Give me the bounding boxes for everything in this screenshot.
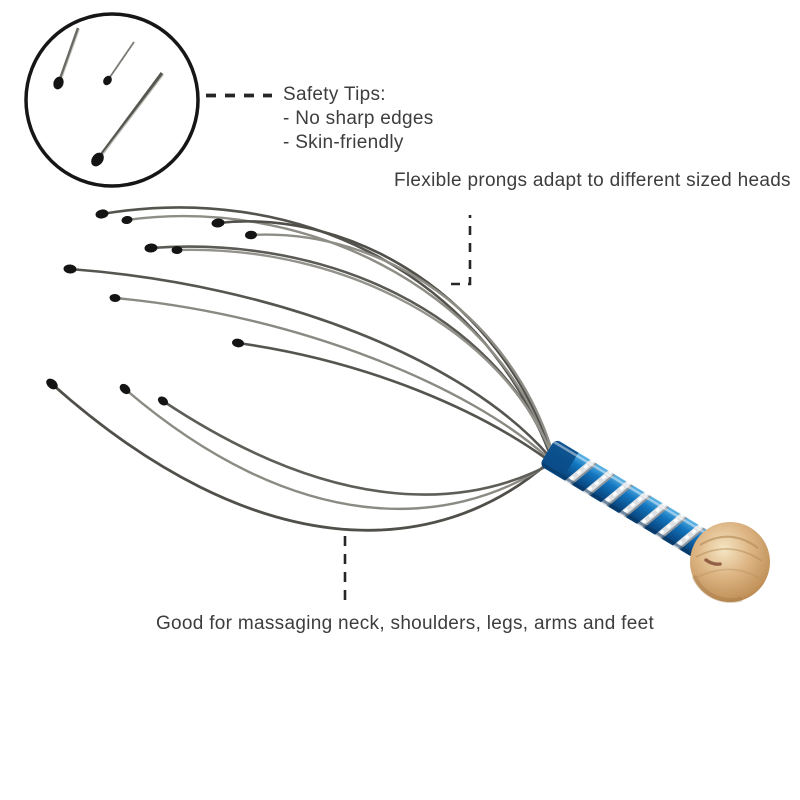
wooden-ball <box>690 522 770 604</box>
prong-wire <box>236 341 550 462</box>
ball-shadow-edge <box>691 574 743 604</box>
prong-tip <box>121 215 133 225</box>
prong-wire <box>161 399 553 496</box>
wood-grain <box>697 568 761 580</box>
safety-tip-item: - Skin-friendly <box>283 132 404 153</box>
prong-tip <box>103 75 112 86</box>
prong-wires <box>50 206 555 532</box>
closeup-prong <box>91 72 164 167</box>
prong-tips <box>46 209 257 406</box>
prong-tip <box>63 264 77 274</box>
wood-grain <box>695 548 763 562</box>
prong-wire <box>125 215 553 454</box>
safety-tips-title: Safety Tips: <box>283 84 386 105</box>
prong-tip <box>144 243 158 253</box>
inset-closeup-circle <box>24 12 200 188</box>
prong-wire <box>100 206 551 454</box>
prong-wire <box>50 382 551 532</box>
prong-wire <box>68 267 551 458</box>
prong-wire <box>216 220 554 455</box>
inset-circle-border <box>24 12 200 188</box>
prong-tip <box>232 338 244 348</box>
prong-wire <box>123 387 552 510</box>
prong-tip <box>53 76 64 90</box>
closeup-prong <box>53 27 80 90</box>
safety-tip-item: - No sharp edges <box>283 108 434 129</box>
prong-tip <box>211 218 225 228</box>
prong-tip <box>157 396 169 406</box>
safety-tips-block: Safety Tips: - No sharp edges - Skin-fri… <box>283 83 434 155</box>
prong-tip <box>171 245 183 255</box>
prong-wire <box>113 296 550 460</box>
usage-label: Good for massaging neck, shoulders, legs… <box>155 613 655 634</box>
prong-tip <box>119 383 131 395</box>
prong-wire <box>249 233 555 456</box>
wood-grain <box>699 535 759 549</box>
flexible-prongs-label: Flexible prongs adapt to different sized… <box>394 170 791 191</box>
prong-tip <box>91 152 104 167</box>
closeup-prong <box>103 41 135 86</box>
prong-tip <box>46 378 58 390</box>
prong-tip <box>95 209 109 219</box>
wood-knot <box>704 558 722 566</box>
prong-tip <box>245 230 257 240</box>
prong-tip <box>109 293 121 303</box>
handle-spiral-stripes <box>539 438 714 561</box>
flexible-leader-line <box>451 215 472 286</box>
prong-wire <box>175 248 554 457</box>
handle <box>539 438 714 561</box>
